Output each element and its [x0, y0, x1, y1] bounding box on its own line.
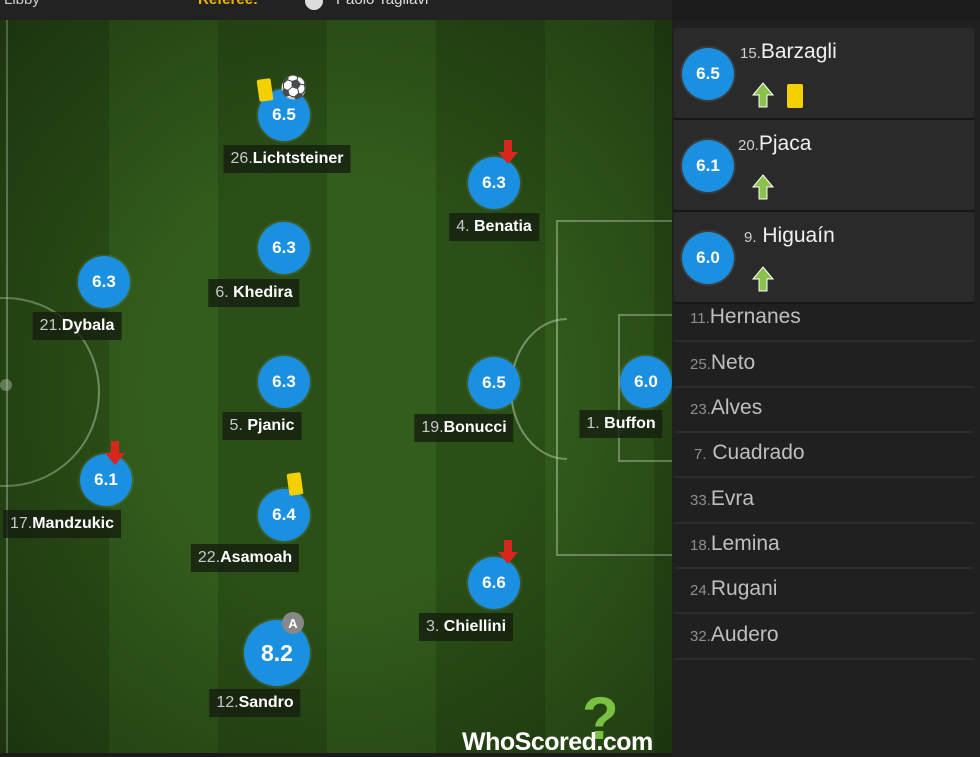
rating-bubble: 6.0	[620, 356, 672, 408]
bench-player-evra[interactable]: 33.Evra	[674, 478, 974, 524]
rating-bubble: 6.1	[682, 140, 734, 192]
bench-player-audero[interactable]: 32.Audero	[674, 614, 974, 660]
pitch: 6.5 ⚽ 26.Lichtsteiner 6.3 4. Benatia 6.3…	[0, 20, 672, 753]
rating-bubble: 6.3	[258, 222, 310, 274]
player-label: 12.Sandro	[209, 689, 301, 717]
rating-bubble: 6.3	[78, 256, 130, 308]
captain-badge: A	[282, 612, 304, 634]
substitutes-panel: 6.5 15.Barzagli 6.1 20.Pjaca 6.0 9. Higu…	[672, 20, 980, 757]
bench-player-lemina[interactable]: 18.Lemina	[674, 523, 974, 569]
bench-player-alves[interactable]: 23.Alves	[674, 387, 974, 433]
player-label: 19.Bonucci	[414, 414, 514, 442]
rating-bubble: 6.4	[258, 489, 310, 541]
match-header-strip: Libby Referee: Paolo Tagliavi	[0, 0, 672, 20]
player-label: 3. Chiellini	[418, 613, 514, 641]
referee-name: Paolo Tagliavi	[336, 0, 428, 8]
sub-row-pjaca[interactable]: 6.1 20.Pjaca	[674, 120, 974, 212]
center-spot	[0, 379, 12, 391]
bench-player-neto[interactable]: 25.Neto	[674, 342, 974, 388]
green-up-arrow-icon	[752, 82, 774, 108]
player-label: 17.Mandzukic	[2, 510, 122, 538]
red-down-arrow-icon	[105, 441, 125, 465]
rating-bubble: 6.1	[80, 454, 132, 506]
whoscored-logo: ? WhoScored.com	[462, 685, 653, 753]
player-label: 6. Khedira	[208, 279, 300, 307]
rating-bubble: 6.6	[468, 557, 520, 609]
green-up-arrow-icon	[752, 174, 774, 200]
sub-row-barzagli[interactable]: 6.5 15.Barzagli	[674, 28, 974, 120]
referee-label: Referee:	[198, 0, 258, 8]
rating-bubble: 6.5	[468, 357, 520, 409]
player-label: 22.Asamoah	[190, 544, 300, 572]
soccer-ball-icon: ⚽	[280, 75, 308, 100]
green-up-arrow-icon	[752, 266, 774, 292]
rating-bubble: 6.3	[258, 356, 310, 408]
rating-bubble: 6.5	[682, 48, 734, 100]
yellow-card-icon	[787, 84, 803, 108]
sub-name: 9. Higuaín	[744, 224, 835, 247]
sub-name: 20.Pjaca	[738, 132, 812, 155]
player-label: 4. Benatia	[449, 213, 539, 241]
yellow-card-icon	[256, 78, 274, 102]
player-label: 26.Lichtsteiner	[223, 145, 351, 173]
bench-player-hernanes[interactable]: 11.Hernanes	[674, 296, 974, 342]
rating-bubble: 6.3	[468, 157, 520, 209]
yellow-card-icon	[286, 472, 304, 496]
red-down-arrow-icon	[498, 540, 518, 564]
whistle-icon	[305, 0, 323, 10]
player-label: 21.Dybala	[32, 312, 122, 340]
team-name: Libby	[4, 0, 40, 8]
goal-area	[618, 314, 672, 462]
sub-row-higuain[interactable]: 6.0 9. Higuaín	[674, 212, 974, 304]
red-down-arrow-icon	[498, 140, 518, 164]
bench-player-rugani[interactable]: 24.Rugani	[674, 568, 974, 614]
player-label: 5. Pjanic	[222, 412, 302, 440]
bench-player-cuadrado[interactable]: 7. Cuadrado	[674, 432, 974, 478]
sub-name: 15.Barzagli	[740, 40, 837, 63]
player-label: 1. Buffon	[579, 410, 663, 438]
rating-bubble: 6.0	[682, 232, 734, 284]
